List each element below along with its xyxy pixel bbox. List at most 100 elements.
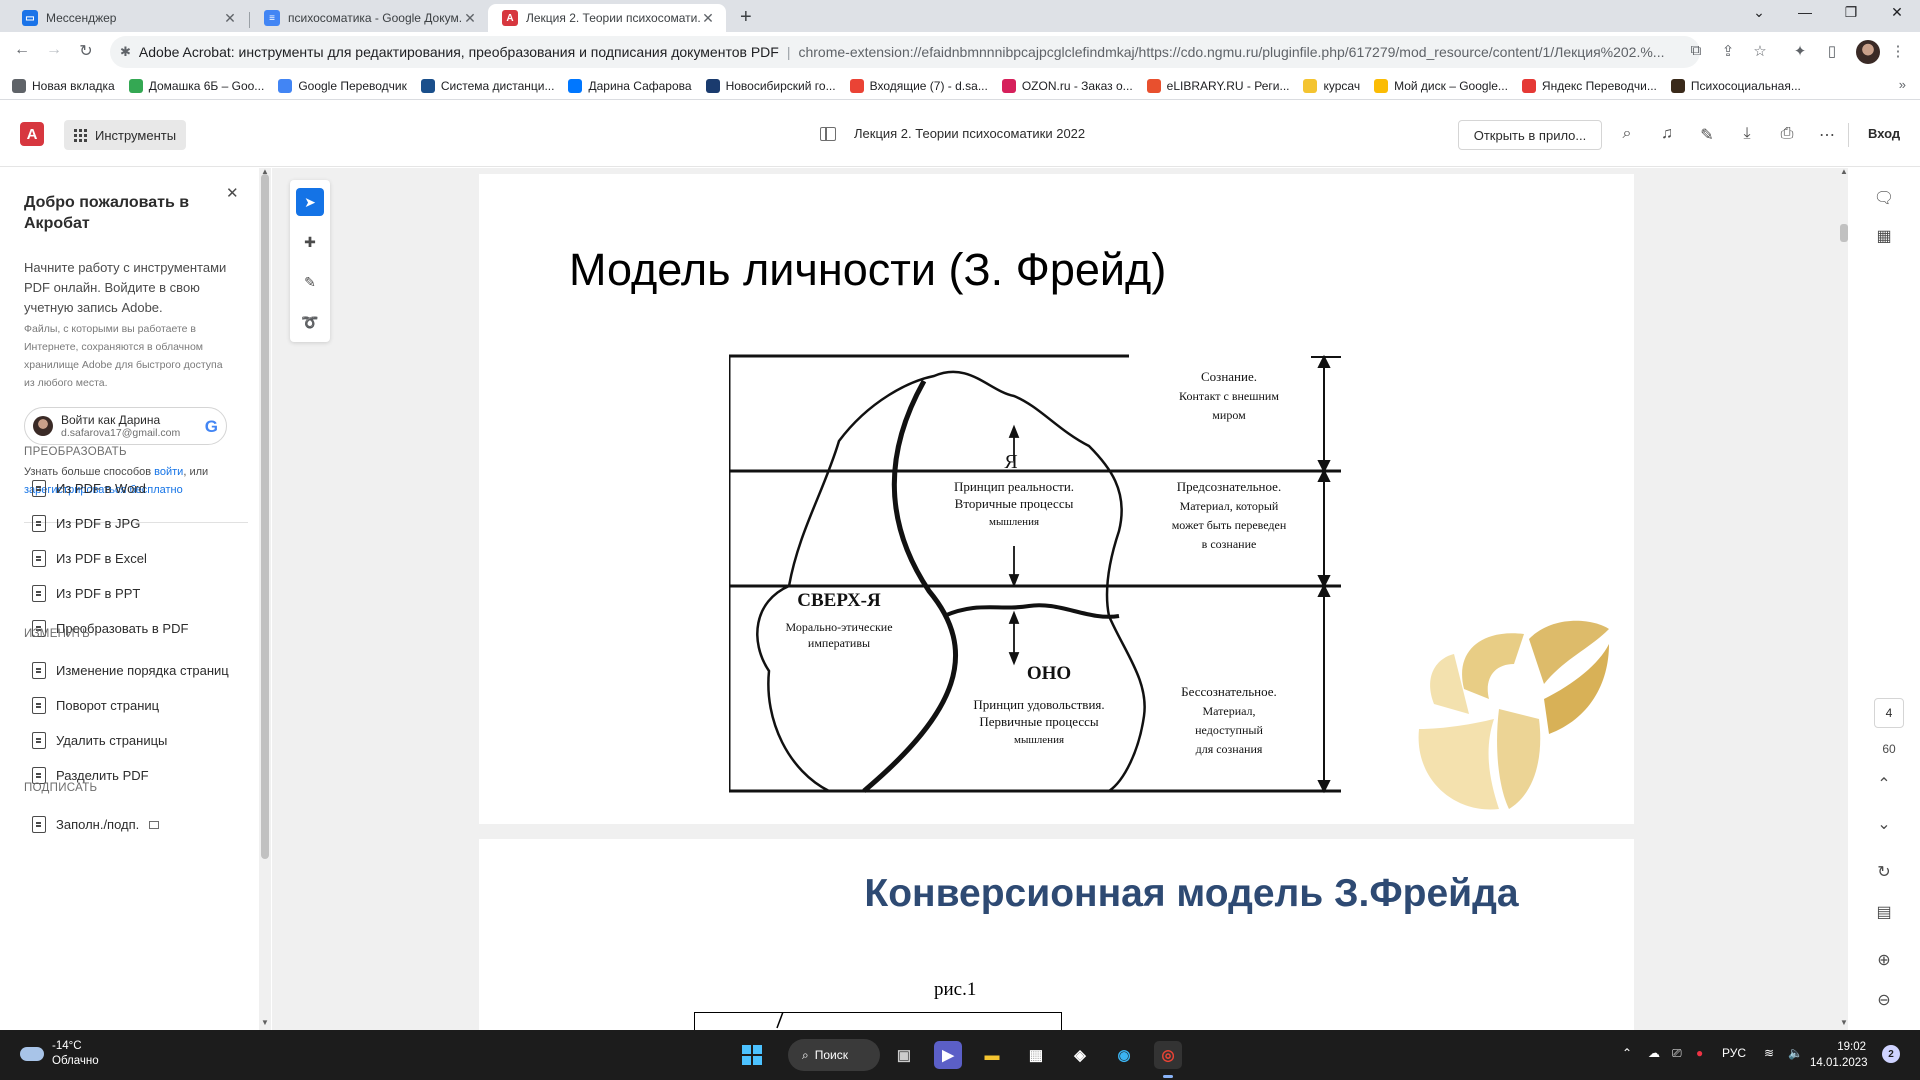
bookmark-item[interactable]: Дарина Сафарова xyxy=(568,78,692,93)
scrollbar-thumb[interactable] xyxy=(1840,224,1848,242)
bookmark-item[interactable]: курсач xyxy=(1303,78,1360,93)
new-tab-button[interactable]: + xyxy=(740,6,752,28)
taskbar-search[interactable]: ⌕ Поиск xyxy=(788,1039,880,1071)
document-scrollbar[interactable]: ▲ ▼ xyxy=(1840,168,1848,1030)
comments-icon[interactable]: 🗨 xyxy=(1873,190,1895,207)
sign-in-link[interactable]: войти xyxy=(154,466,184,478)
translate-icon[interactable]: ⧉ xyxy=(1690,42,1702,59)
tool-item[interactable]: Из PDF в Excel xyxy=(32,550,147,567)
clock[interactable]: 19:02 14.01.2023 xyxy=(1810,1039,1868,1071)
edge-icon[interactable]: ◉ xyxy=(1117,1047,1131,1064)
google-sign-in-button[interactable]: Войти как Дарина d.safarova17@gmail.com … xyxy=(24,407,227,445)
lasso-icon[interactable]: ➰ xyxy=(301,313,319,330)
sidebar-toggle-icon[interactable] xyxy=(820,126,836,141)
download-icon[interactable]: ⤓ xyxy=(1743,125,1751,142)
extensions-icon[interactable]: ✦ xyxy=(1793,43,1807,60)
tool-item[interactable]: Из PDF в JPG xyxy=(32,515,140,532)
scrollbar-thumb[interactable] xyxy=(261,174,269,859)
select-cursor-icon[interactable]: ➤ xyxy=(296,188,324,216)
tool-item[interactable]: Из PDF в PPT xyxy=(32,585,140,602)
bookmark-item[interactable]: Система дистанци... xyxy=(420,78,554,93)
bookmark-item[interactable]: Google Переводчик xyxy=(278,78,407,93)
volume-icon[interactable]: 🔈 xyxy=(1788,1046,1803,1060)
add-comment-icon[interactable]: ✚ xyxy=(304,233,316,250)
bookmarks-overflow-button[interactable]: » xyxy=(1898,77,1906,92)
tray-chevron-icon[interactable]: ⌃ xyxy=(1622,1046,1633,1060)
page-up-icon[interactable]: ⌃ xyxy=(1877,776,1891,793)
left-panel-scrollbar[interactable]: ▲ ▼ xyxy=(259,167,271,1030)
weather-widget[interactable]: -14°C Облачно xyxy=(20,1039,99,1069)
bookmark-item[interactable]: Психосоциальная... xyxy=(1670,78,1801,93)
bookmark-item[interactable]: OZON.ru - Заказ о... xyxy=(1001,78,1133,93)
search-icon[interactable]: ⌕ xyxy=(1622,125,1632,142)
tab-google-docs[interactable]: ≡ психосоматика - Google Докум... ✕ xyxy=(250,4,488,32)
language-indicator[interactable]: РУС xyxy=(1722,1046,1747,1060)
tools-button[interactable]: Инструменты xyxy=(64,120,187,150)
more-options-icon[interactable]: ⋯ xyxy=(1819,127,1835,144)
tray-network-icon[interactable]: ⎚ xyxy=(1672,1046,1682,1060)
close-icon[interactable]: ✕ xyxy=(464,9,476,26)
bookmark-item[interactable]: Домашка 6Б – Goo... xyxy=(128,78,264,93)
bookmark-item[interactable]: Новосибирский го... xyxy=(705,78,836,93)
chrome-icon[interactable]: ◎ xyxy=(1154,1041,1182,1078)
tab-search-icon[interactable]: ⌄ xyxy=(1753,4,1765,20)
refresh-icon[interactable]: ↻ xyxy=(1877,864,1891,881)
tool-item[interactable]: Заполн./подп. xyxy=(32,816,160,833)
bookmark-item[interactable]: Входящие (7) - d.sa... xyxy=(849,78,988,93)
read-aloud-icon[interactable]: ♫ xyxy=(1661,125,1673,142)
register-link[interactable]: зарегистрироваться бесплатно xyxy=(24,484,183,496)
microsoft-store-icon[interactable]: ▦ xyxy=(1028,1047,1044,1064)
tray-notification-icon[interactable]: ● xyxy=(1696,1046,1704,1060)
teams-chat-icon[interactable]: ▶ xyxy=(934,1041,962,1069)
tab-messenger[interactable]: ▭ Мессенджер ✕ xyxy=(8,4,248,32)
file-explorer-icon[interactable]: ▬ xyxy=(984,1046,1000,1064)
start-button[interactable] xyxy=(742,1045,762,1065)
fill-sign-icon[interactable]: ✎ xyxy=(1700,127,1714,144)
page-down-icon[interactable]: ⌄ xyxy=(1877,816,1891,833)
zoom-out-icon[interactable]: ⊖ xyxy=(1877,992,1891,1009)
forward-icon[interactable]: → xyxy=(46,41,62,58)
bookmark-item[interactable]: eLIBRARY.RU - Реги... xyxy=(1146,78,1289,93)
current-page-field[interactable]: 4 xyxy=(1874,698,1904,728)
address-bar[interactable]: ✱ Adobe Acrobat: инструменты для редакти… xyxy=(110,36,1700,68)
draw-pencil-icon[interactable]: ✎ xyxy=(304,273,316,290)
tab-lecture-pdf[interactable]: A Лекция 2. Теории психосомати... ✕ xyxy=(488,4,726,32)
tool-item[interactable]: Из PDF в Word xyxy=(32,480,146,497)
menu-kebab-icon[interactable]: ⋮ xyxy=(1890,43,1906,60)
tool-item[interactable]: Изменение порядка страниц xyxy=(32,662,229,679)
thumbnails-grid-icon[interactable]: ▦ xyxy=(1876,228,1892,245)
notification-count-badge[interactable]: 2 xyxy=(1882,1045,1900,1063)
close-icon[interactable]: ✕ xyxy=(702,9,714,26)
bookmark-star-icon[interactable]: ☆ xyxy=(1753,43,1767,60)
scroll-up-icon[interactable]: ▲ xyxy=(1840,168,1848,176)
bookmark-item[interactable]: Яндекс Переводчи... xyxy=(1521,78,1657,93)
tool-item[interactable]: Поворот страниц xyxy=(32,697,159,714)
sign-in-button[interactable]: Вход xyxy=(1868,126,1901,141)
acrobat-logo-icon[interactable]: A xyxy=(20,122,44,146)
minimize-icon[interactable]: — xyxy=(1798,4,1812,20)
bookmark-item[interactable]: Мой диск – Google... xyxy=(1374,78,1508,93)
back-icon[interactable]: ← xyxy=(14,41,30,58)
close-icon[interactable]: ✕ xyxy=(224,9,236,26)
profile-avatar[interactable] xyxy=(1856,40,1880,64)
app-icon[interactable]: ◈ xyxy=(1074,1047,1086,1064)
tool-item[interactable]: Удалить страницы xyxy=(32,732,167,749)
share-icon[interactable]: ⇪ xyxy=(1721,43,1735,60)
scroll-up-icon[interactable]: ▲ xyxy=(261,167,269,176)
task-view-icon[interactable]: ▣ xyxy=(896,1047,912,1064)
close-panel-icon[interactable]: ✕ xyxy=(226,185,239,202)
page-document-icon[interactable]: ▤ xyxy=(1876,904,1892,921)
open-in-app-button[interactable]: Открыть в прило... xyxy=(1458,120,1602,150)
scroll-down-icon[interactable]: ▼ xyxy=(261,1018,269,1027)
side-panel-icon[interactable]: ▯ xyxy=(1827,43,1837,60)
reload-icon[interactable]: ↻ xyxy=(79,43,93,60)
zoom-in-icon[interactable]: ⊕ xyxy=(1877,952,1891,969)
wifi-icon[interactable]: ≋ xyxy=(1764,1046,1775,1060)
close-window-icon[interactable]: ✕ xyxy=(1891,4,1903,20)
tray-app-icon[interactable]: ☁ xyxy=(1648,1046,1660,1060)
print-icon[interactable]: ⎙ xyxy=(1780,125,1794,142)
restore-icon[interactable]: ❐ xyxy=(1844,4,1858,20)
bookmark-item[interactable]: Новая вкладка xyxy=(12,78,115,93)
tool-item[interactable]: Разделить PDF xyxy=(32,767,149,784)
tool-item[interactable]: Преобразовать в PDF xyxy=(32,620,188,637)
